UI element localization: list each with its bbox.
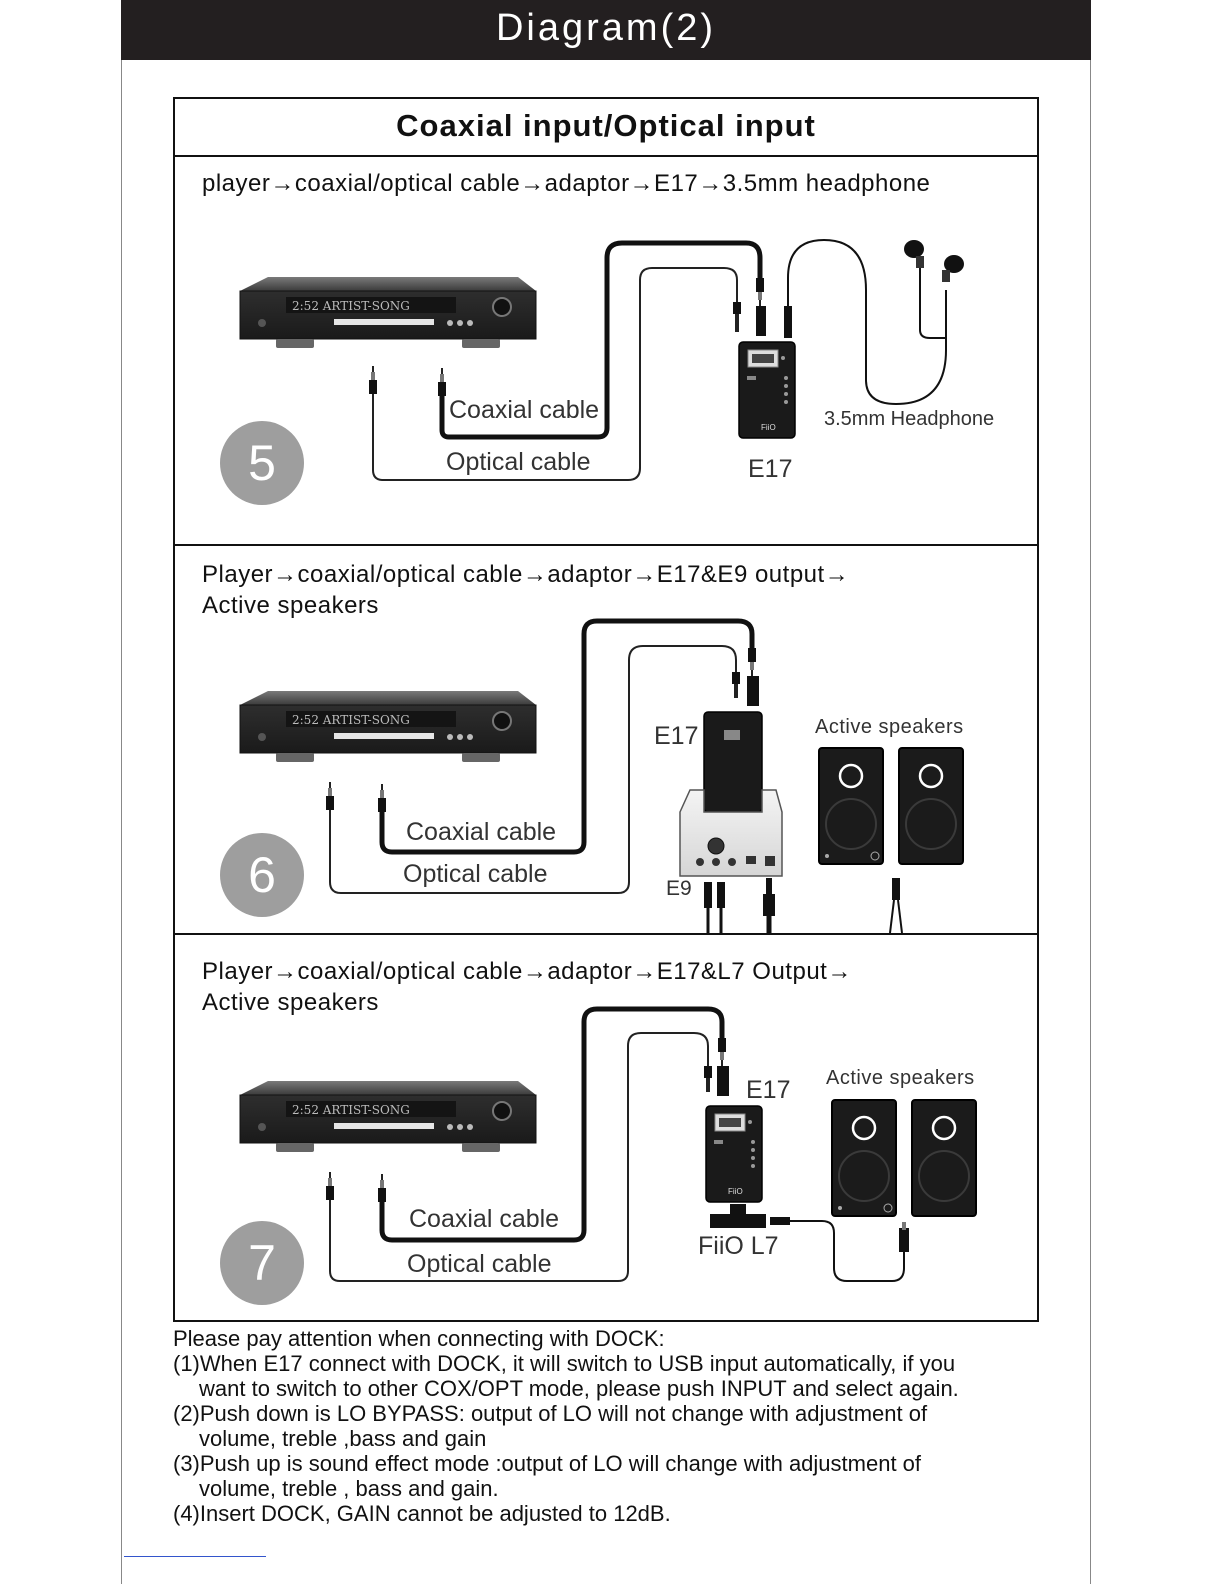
- note-2-line1: (2)Push down is LO BYPASS: output of LO …: [173, 1401, 928, 1426]
- panel-7-coaxial-label: Coaxial cable: [409, 1205, 560, 1233]
- note-1-line1: (1)When E17 connect with DOCK, it will s…: [173, 1351, 956, 1376]
- header-bar: Diagram(2): [121, 0, 1091, 60]
- panel-7-desc-line1: Player→coaxial/optical cable→adaptor→E17…: [202, 958, 852, 985]
- panel-7-description: Player→coaxial/optical cable→adaptor→E17…: [202, 956, 852, 1018]
- panel-7-l7-label: FiiO L7: [698, 1232, 779, 1260]
- page-border: [121, 0, 1091, 1584]
- note-1-line2: want to switch to other COX/OPT mode, pl…: [199, 1376, 959, 1401]
- panel-6-optical-label: Optical cable: [403, 860, 548, 888]
- panel-7-artwork: [239, 1006, 978, 1282]
- panel-divider-2: [173, 933, 1039, 935]
- step-6-badge: 6: [220, 833, 304, 917]
- panel-6-speakers-label: Active speakers: [815, 716, 964, 738]
- panel-5-headphone-label: 3.5mm Headphone: [824, 408, 995, 430]
- note-4-line1: (4)Insert DOCK, GAIN cannot be adjusted …: [173, 1501, 671, 1526]
- notes-heading: Please pay attention when connecting wit…: [173, 1326, 665, 1351]
- panel-5-coaxial-label: Coaxial cable: [449, 396, 600, 424]
- panel-6-description: Player→coaxial/optical cable→adaptor→E17…: [202, 559, 849, 621]
- panel-5-e17-label: E17: [748, 455, 793, 483]
- panel-7-e17-label: E17: [746, 1076, 791, 1104]
- panel-7-optical-label: Optical cable: [407, 1250, 552, 1278]
- panel-5-artwork: [239, 238, 964, 481]
- note-3-line1: (3)Push up is sound effect mode :output …: [173, 1451, 922, 1476]
- panel-6-e9-label: E9: [666, 877, 692, 900]
- panel-6-coaxial-label: Coaxial cable: [406, 818, 557, 846]
- footer-link-underline: [124, 1556, 266, 1557]
- panel-6-e17-label: E17: [654, 722, 699, 750]
- step-5-badge: 5: [220, 421, 304, 505]
- panel-6-desc-line2: Active speakers: [202, 592, 379, 619]
- panel-5-desc-line1: player→coaxial/optical cable→adaptor→E17…: [202, 170, 931, 197]
- panel-6-artwork: [239, 618, 965, 934]
- dock-notes: Please pay attention when connecting wit…: [173, 1326, 1073, 1526]
- panel-5-description: player→coaxial/optical cable→adaptor→E17…: [202, 168, 930, 199]
- panel-6-desc-line1: Player→coaxial/optical cable→adaptor→E17…: [202, 561, 850, 588]
- panel-5-optical-label: Optical cable: [446, 448, 591, 476]
- diagram-frame: [173, 97, 1039, 1322]
- page-title: Diagram(2): [495, 7, 717, 49]
- note-3-line2: volume, treble , bass and gain.: [199, 1476, 499, 1501]
- panel-divider-1: [173, 544, 1039, 546]
- note-2-line2: volume, treble ,bass and gain: [199, 1426, 487, 1451]
- step-7-badge: 7: [220, 1221, 304, 1305]
- panel-7-speakers-label: Active speakers: [826, 1067, 975, 1089]
- section-title: Coaxial input/Optical input: [173, 97, 1039, 157]
- panel-7-desc-line2: Active speakers: [202, 989, 379, 1016]
